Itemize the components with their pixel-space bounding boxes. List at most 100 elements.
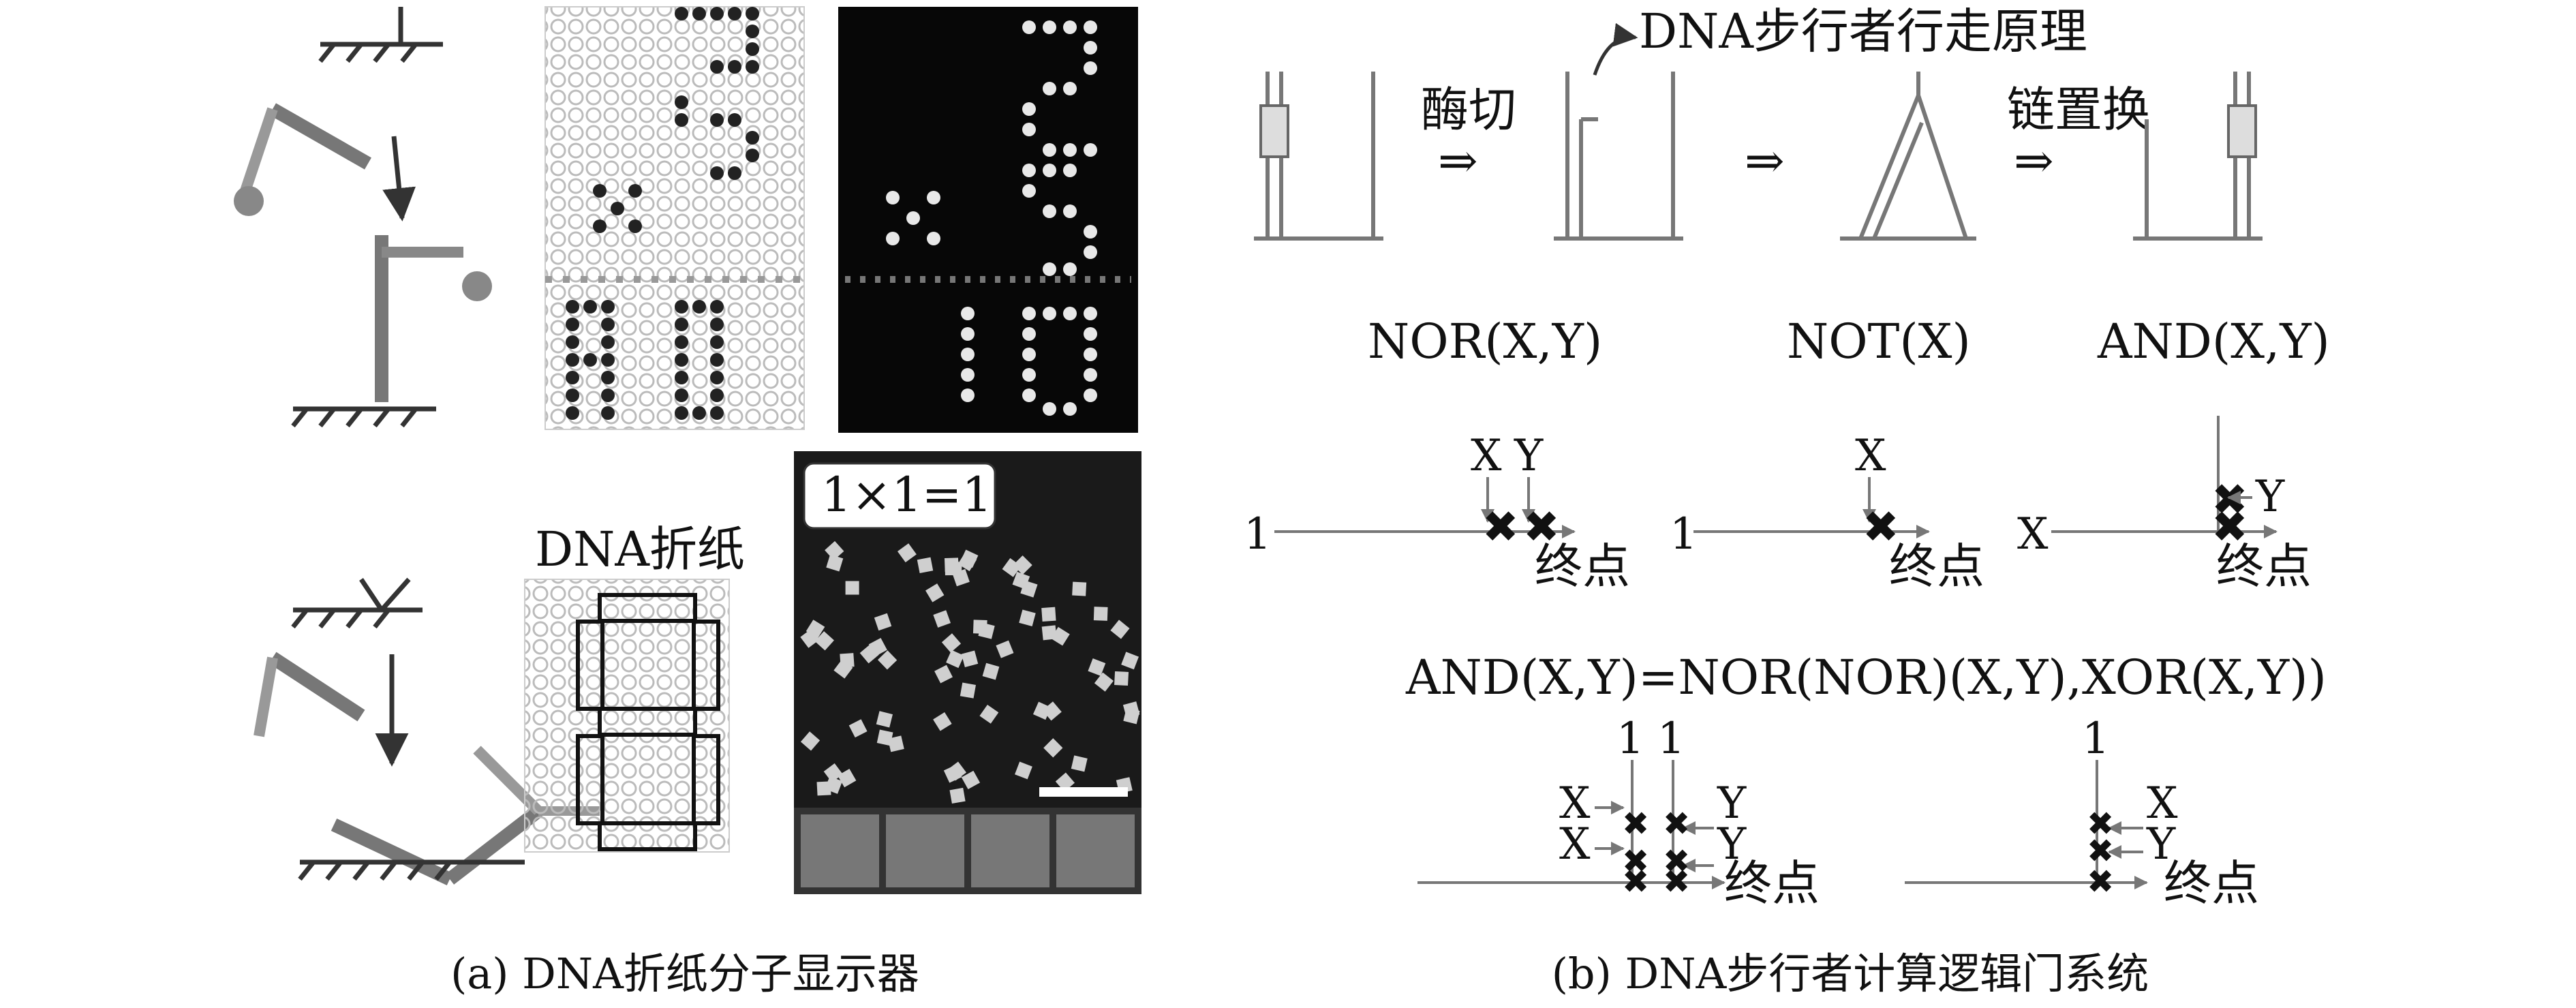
glow-dot	[1084, 245, 1097, 259]
glow-dot	[1084, 41, 1097, 55]
svg-text:1: 1	[1244, 509, 1272, 560]
glow-dot	[1022, 307, 1036, 320]
matrix-dot	[593, 184, 607, 198]
glow-dot	[1022, 20, 1036, 34]
matrix-dot	[583, 300, 597, 314]
origami-tile	[1002, 558, 1022, 577]
origami-tile	[897, 543, 917, 563]
matrix-dot	[746, 25, 759, 38]
scale-bar	[1039, 787, 1128, 797]
origami-tile	[949, 787, 966, 804]
matrix-dot	[675, 7, 688, 20]
step-label-strand: 链置换	[2007, 82, 2150, 138]
origami-tile	[1088, 658, 1106, 676]
svg-text:X: X	[1559, 778, 1591, 829]
origami-tile	[1019, 609, 1036, 626]
svg-text:终点: 终点	[2164, 855, 2259, 911]
principle-diagram: 酶切 ⇒ DNA步行者行走原理 ⇒ 链置换 ⇒	[1254, 3, 2263, 241]
svg-text:✖: ✖	[1663, 842, 1690, 881]
svg-text:终点: 终点	[1535, 538, 1630, 594]
matrix-dot	[710, 7, 724, 20]
matrix-dot	[566, 388, 579, 402]
svg-text:Y: Y	[1514, 431, 1544, 481]
seven-segment-outline	[576, 593, 720, 851]
fluorophore-icon	[234, 186, 264, 216]
origami-tile	[925, 583, 945, 602]
svg-text:✖: ✖	[2211, 502, 2248, 553]
matrix-dot	[692, 406, 706, 420]
caption-b: (b) DNA步行者计算逻辑门系统	[1552, 949, 2149, 998]
glow-dot	[1043, 402, 1056, 416]
origami-tile	[1043, 738, 1063, 758]
svg-text:✖: ✖	[2087, 832, 2114, 870]
origami-tile	[1032, 701, 1052, 720]
svg-text:1: 1	[1657, 714, 1685, 764]
glow-dot	[906, 211, 920, 225]
origami-tile	[957, 552, 977, 572]
glow-dot	[1022, 123, 1036, 136]
glow-dot	[1063, 307, 1077, 320]
svg-text:1: 1	[1616, 714, 1644, 764]
matrix-dot	[675, 95, 688, 109]
svg-text:Y: Y	[2146, 819, 2176, 870]
glow-dot	[1022, 184, 1036, 198]
matrix-dot	[566, 406, 579, 420]
glow-dot	[1043, 307, 1056, 320]
svg-text:✖: ✖	[1663, 805, 1690, 843]
matrix-dot	[628, 184, 642, 198]
matrix-dot	[601, 318, 615, 331]
matrix-dot	[710, 353, 724, 367]
matrix-dot	[728, 166, 741, 180]
svg-text:Y: Y	[1717, 778, 1747, 829]
glow-dot	[1084, 307, 1097, 320]
fluorescence-micrograph	[838, 7, 1138, 433]
svg-text:⇒: ⇒	[2014, 133, 2054, 189]
matrix-dot	[566, 300, 579, 314]
origami-tile	[1015, 761, 1032, 780]
matrix-dot	[675, 300, 688, 314]
and-track: X ✖ ✖ Y 终点	[2017, 416, 2312, 594]
glow-dot	[1084, 20, 1097, 34]
glow-dot	[961, 388, 975, 402]
matrix-dot	[675, 113, 688, 127]
origami-tile	[944, 558, 959, 572]
glow-dot	[1022, 327, 1036, 341]
origami-tile	[800, 731, 821, 751]
glowing-digit-dots	[886, 20, 1097, 416]
glow-dot	[1063, 143, 1077, 157]
matrix-dot	[566, 318, 579, 331]
svg-text:X: X	[2017, 509, 2049, 560]
matrix-dot	[601, 406, 615, 420]
matrix-dot	[710, 318, 724, 331]
panel-b: 酶切 ⇒ DNA步行者行走原理 ⇒ 链置换 ⇒	[1244, 3, 2330, 998]
glow-dot	[1043, 262, 1056, 276]
matrix-dot	[710, 300, 724, 314]
origami-tile	[1114, 671, 1129, 686]
equation-label: 1×1=1	[821, 467, 992, 523]
origami-tile	[943, 765, 962, 783]
glow-dot	[1084, 348, 1097, 361]
glow-dot	[1084, 61, 1097, 75]
svg-text:⇒: ⇒	[1745, 133, 1785, 189]
matrix-dot	[710, 388, 724, 402]
origami-tile	[1110, 620, 1130, 639]
origami-tile	[814, 631, 834, 651]
svg-text:1: 1	[1670, 509, 1698, 560]
and-formula: AND(X,Y)=NOR(NOR)(X,Y),XOR(X,Y))	[1405, 650, 2327, 705]
glow-dot	[1063, 82, 1077, 95]
svg-text:X: X	[2147, 778, 2178, 829]
origami-tile	[961, 770, 981, 790]
svg-text:1: 1	[2082, 714, 2110, 764]
svg-text:✖: ✖	[1523, 502, 1560, 553]
origami-tile	[979, 704, 999, 724]
glow-dot	[1084, 225, 1097, 239]
glow-dot	[1022, 388, 1036, 402]
panel-a: DNA折纸 1×1=1	[234, 6, 1141, 998]
svg-text:终点: 终点	[2216, 538, 2312, 594]
origami-tile	[933, 610, 951, 628]
origami-tile	[848, 719, 868, 738]
origami-tile	[996, 640, 1014, 658]
origami-tile	[1121, 652, 1139, 670]
matrix-dot	[566, 335, 579, 349]
